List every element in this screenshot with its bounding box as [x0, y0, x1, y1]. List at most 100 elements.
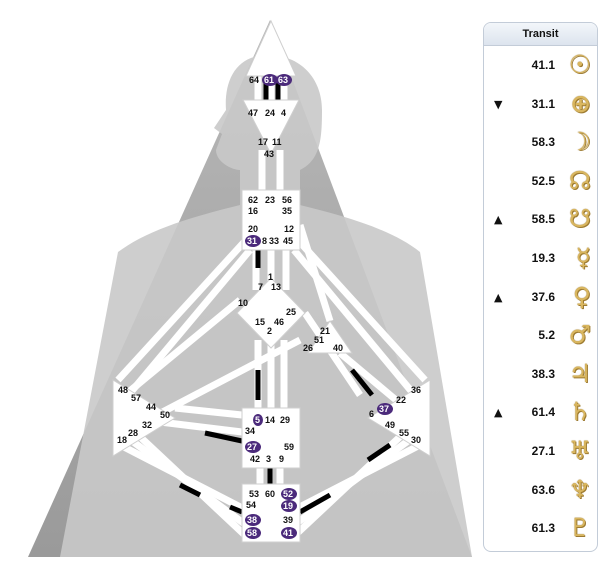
- gate: 28: [128, 428, 138, 438]
- transit-panel: Transit 41.1 ☉ ▼ 31.1 ⊕ 58.3☽ 52.5☊ ▲58.5☋ 19.3 ☿…: [483, 22, 598, 552]
- venus-icon: ♀: [572, 281, 591, 311]
- active-channel: [204, 430, 243, 444]
- transit-value: 31.1: [531, 96, 555, 111]
- gate: 56: [282, 195, 292, 205]
- gate-label: 27: [247, 442, 257, 452]
- channel: [115, 237, 249, 383]
- gate: 46: [274, 317, 284, 327]
- transit-value: 37.6: [531, 289, 555, 304]
- gate-label: 31: [247, 236, 257, 246]
- gate: 45: [283, 236, 293, 246]
- gate: 40: [333, 343, 343, 353]
- transit-row-neptune: 63.6♆: [484, 474, 597, 508]
- gate: 18: [117, 435, 127, 445]
- gate: 43: [264, 149, 274, 159]
- transit-row-south-node: ▲58.5☋: [484, 203, 597, 237]
- gate-numbers: 64 61 63 47 24 4 17 11 43 62 23 56 16 35…: [117, 74, 421, 539]
- gate: 10: [238, 298, 248, 308]
- gate-highlighted: 37: [377, 403, 393, 415]
- gate-label: 63: [278, 75, 288, 85]
- gate: 32: [142, 420, 152, 430]
- sacral-center: [241, 407, 301, 469]
- gate: 48: [118, 385, 128, 395]
- gate: 62: [248, 195, 258, 205]
- gate: 4: [281, 108, 286, 118]
- triangle-up-icon: ▲: [494, 290, 503, 304]
- gate: 24: [265, 108, 275, 118]
- jupiter-icon: ♃: [568, 358, 591, 388]
- gate: 11: [272, 137, 282, 147]
- channels: [115, 76, 428, 543]
- mars-icon: ♂: [568, 320, 591, 350]
- gate: 54: [246, 500, 256, 510]
- gate: 44: [146, 402, 156, 412]
- solar-plexus-center: [367, 379, 431, 457]
- gate: 30: [411, 435, 421, 445]
- centers: [112, 19, 431, 543]
- gate: 60: [265, 489, 275, 499]
- transit-title: Transit: [484, 23, 597, 46]
- gate: 26: [303, 343, 313, 353]
- earth-icon: ⊕: [570, 88, 591, 118]
- channel: [337, 350, 399, 403]
- gate: 16: [248, 206, 258, 216]
- gate: 49: [385, 420, 395, 430]
- gate-highlighted: 58: [245, 527, 261, 539]
- triangle-down-icon: ▼: [494, 97, 503, 111]
- gate: 6: [369, 409, 374, 419]
- g-center: [236, 277, 306, 349]
- gate-label: 38: [247, 515, 257, 525]
- gate: 2: [267, 326, 272, 336]
- channel: [295, 237, 428, 383]
- gate: 8: [262, 236, 267, 246]
- moon-icon: ☽: [568, 127, 591, 157]
- transit-value: 61.3: [531, 521, 555, 536]
- ajna-center: [242, 99, 300, 156]
- bodygraph: 64 61 63 47 24 4 17 11 43 62 23 56 16 35…: [28, 19, 472, 557]
- transit-value: 19.3: [531, 251, 555, 265]
- gate: 7: [258, 282, 263, 292]
- gate-label: 37: [379, 404, 389, 414]
- gate: 20: [248, 224, 258, 234]
- gate-label: 5: [255, 415, 260, 425]
- transit-value: 52.5: [531, 173, 555, 188]
- gate-label: 41: [283, 528, 293, 538]
- gate: 25: [286, 307, 296, 317]
- gate: 22: [396, 395, 406, 405]
- gate-label: 52: [283, 489, 293, 499]
- gate: 21: [320, 326, 330, 336]
- transit-row-saturn: ▲61.4♄: [484, 396, 597, 430]
- transit-row-north-node: 52.5☊: [484, 165, 597, 199]
- gate: 50: [160, 410, 170, 420]
- transit-row-moon: 58.3☽: [484, 126, 597, 160]
- gate: 57: [131, 393, 141, 403]
- gate-highlighted: 61: [262, 74, 278, 86]
- gate: 3: [266, 454, 271, 464]
- transit-row-mars: 5.2♂: [484, 319, 597, 353]
- south-node-icon: ☋: [568, 204, 591, 234]
- transit-value: 41.1: [531, 58, 555, 72]
- gate: 17: [258, 137, 268, 147]
- gate: 14: [265, 415, 275, 425]
- gate-highlighted: 38: [245, 514, 261, 526]
- gate: 39: [283, 515, 293, 525]
- active-channel: [178, 482, 202, 498]
- active-channel: [350, 368, 374, 397]
- channel: [128, 247, 253, 395]
- sun-icon: ☉: [568, 50, 591, 79]
- saturn-icon: ♄: [568, 397, 591, 427]
- channel: [132, 429, 253, 543]
- ego-center: [307, 320, 353, 354]
- gate: 36: [411, 385, 421, 395]
- transit-row-jupiter: 38.3 ♃: [484, 358, 597, 392]
- gate-label: 61: [264, 75, 274, 85]
- uranus-icon: ♅: [568, 436, 591, 465]
- transit-row-pluto: 61.3♇: [484, 512, 597, 546]
- gate-highlighted: 31: [245, 235, 261, 247]
- mercury-icon: ☿: [575, 243, 591, 272]
- channel: [159, 418, 243, 436]
- transit-value: 38.3: [531, 366, 555, 381]
- gate: 53: [249, 489, 259, 499]
- transit-row-venus: ▲ 37.6 ♀: [484, 281, 597, 315]
- gate: 29: [280, 415, 290, 425]
